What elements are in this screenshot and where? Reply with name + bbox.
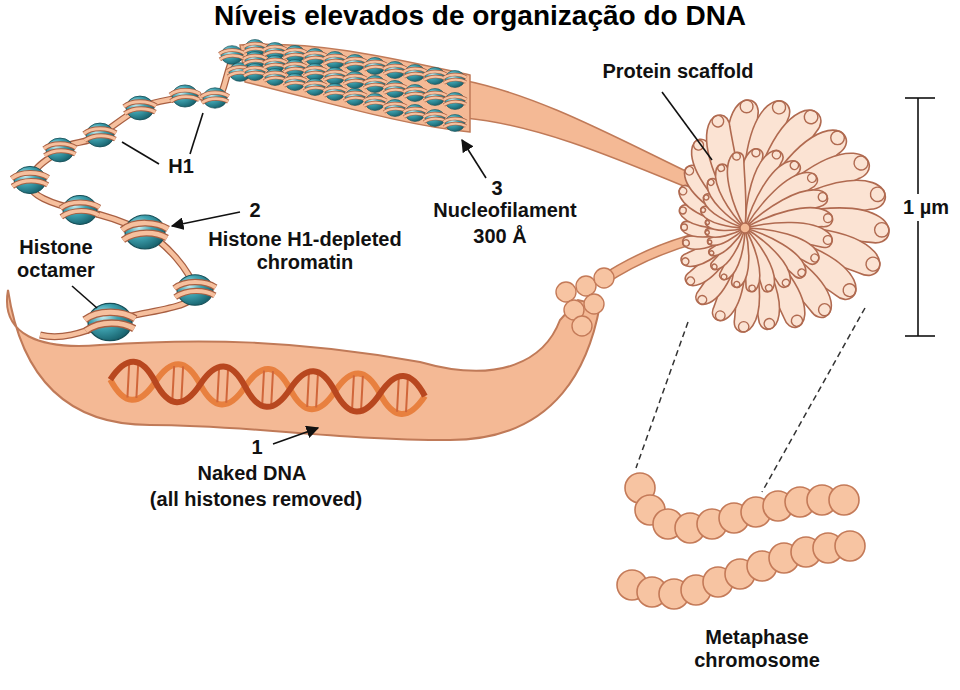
part-label: Metaphase chromosome <box>662 626 852 672</box>
zoom-lines <box>636 308 865 492</box>
part-label: Histone octamer <box>6 236 106 282</box>
naked-dna-ribbon <box>7 290 600 440</box>
part-label: Histone H1-depleted chromatin <box>188 228 423 274</box>
part-label: Naked DNA <box>172 462 332 485</box>
callout-number: 3 <box>485 177 509 200</box>
callout-number: 2 <box>243 199 267 222</box>
nucleosomes <box>12 85 229 341</box>
title: Níveis elevados de organização do DNA <box>0 0 960 32</box>
leader-lines <box>72 92 712 444</box>
callout-number: 1 <box>245 436 269 459</box>
fiber-ribbon <box>462 80 700 192</box>
linker-dna <box>29 60 232 337</box>
protein-scaffold <box>674 96 889 332</box>
nucleofilament <box>219 40 470 133</box>
metaphase-chromosome <box>617 473 865 609</box>
double-helix <box>109 361 426 415</box>
part-label: Nucleofilament <box>420 199 590 222</box>
dimension-label: 300 Å <box>460 225 540 248</box>
part-label: H1 <box>161 155 201 178</box>
part-label: Protein scaffold <box>583 60 773 83</box>
part-label: (all histones removed) <box>121 488 391 511</box>
dimension-label: 1 µm <box>899 194 953 221</box>
coil-cluster <box>556 268 614 336</box>
